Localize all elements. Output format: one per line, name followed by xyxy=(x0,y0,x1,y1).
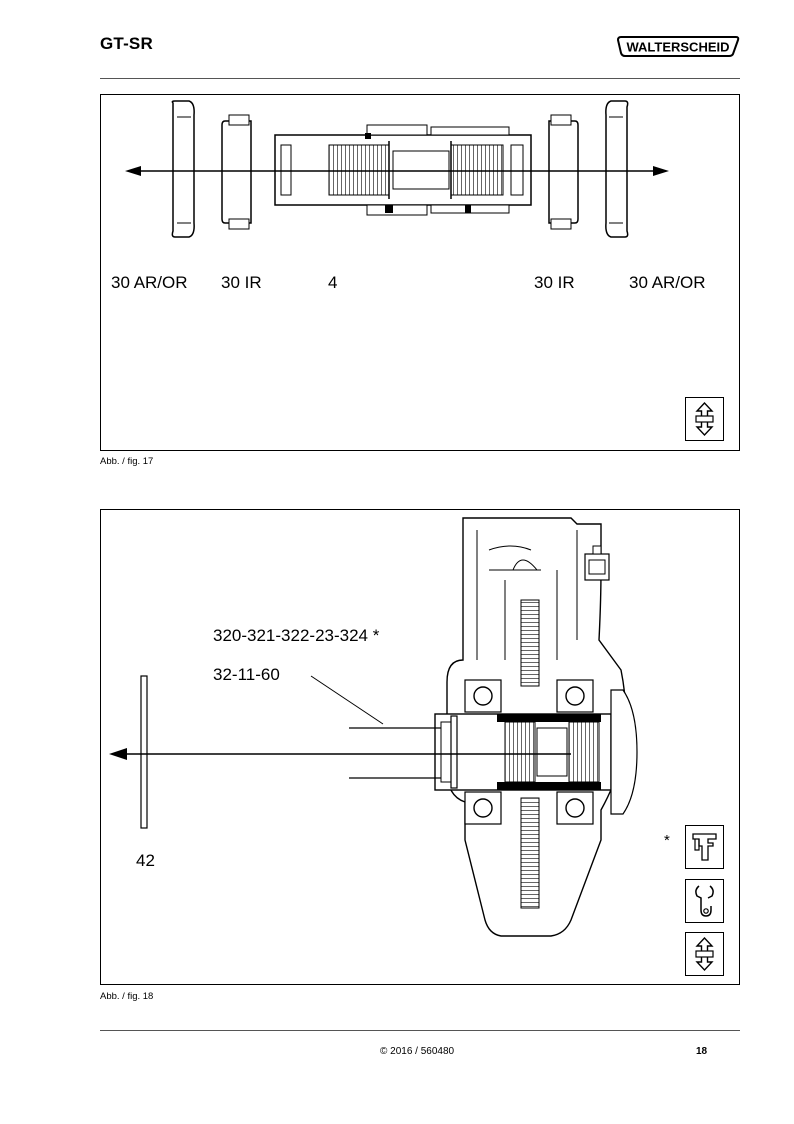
label-part-42: 42 xyxy=(136,851,155,870)
caliper-icon xyxy=(685,825,724,869)
inner-ring-left xyxy=(221,120,252,224)
brand-name: WALTERSCHEID xyxy=(626,40,729,55)
upper-gear-teeth xyxy=(520,599,540,687)
page-number: 18 xyxy=(696,1046,708,1057)
footer-copyright: © 2016 / 560480 xyxy=(380,1046,455,1057)
label-30-ar-or-right: 30 AR/OR xyxy=(629,273,706,292)
washer-42 xyxy=(140,675,148,829)
outer-ring-right xyxy=(605,100,629,238)
figure-18-caption: Abb. / fig. 18 xyxy=(100,991,154,1002)
walterscheid-logo: WALTERSCHEID xyxy=(616,35,740,57)
footer-divider xyxy=(100,1030,740,1031)
inner-ring-right xyxy=(548,120,579,224)
figure-17-caption: Abb. / fig. 17 xyxy=(100,456,154,467)
leader-line-32-11-60 xyxy=(310,675,384,725)
label-part-4: 4 xyxy=(328,273,338,292)
lower-gear-teeth xyxy=(520,797,540,909)
document-title: GT-SR xyxy=(100,34,153,53)
shaft-gear-left xyxy=(504,721,536,783)
outer-ring-left xyxy=(171,100,195,238)
shaft-gear-right xyxy=(568,721,600,783)
header-divider xyxy=(100,78,740,79)
gearbox-section-drawing xyxy=(109,517,638,937)
label-part-32-11-60: 32-11-60 xyxy=(213,665,280,684)
wrench-icon xyxy=(685,879,724,923)
figure-17-frame: 30 AR/OR 30 IR 4 30 IR 30 AR/OR xyxy=(100,94,740,451)
label-30-ar-or-left: 30 AR/OR xyxy=(111,273,188,292)
label-parts-320-324: 320-321-322-23-324 * xyxy=(213,626,380,645)
label-30-ir-left: 30 IR xyxy=(221,273,262,292)
gear-teeth-left xyxy=(328,144,390,196)
disassemble-arrows-icon xyxy=(685,397,724,441)
gear-teeth-right xyxy=(450,144,504,196)
label-asterisk: * xyxy=(664,832,670,849)
bearing-assembly-drawing xyxy=(125,100,669,238)
label-30-ir-right: 30 IR xyxy=(534,273,575,292)
figure-18-frame: 320-321-322-23-324 * 32-11-60 42 * xyxy=(100,509,740,985)
bearing-top-right xyxy=(556,679,594,713)
arrow-left-icon xyxy=(125,166,141,176)
arrow-left-icon xyxy=(109,748,127,760)
arrow-right-icon xyxy=(653,166,669,176)
disassemble-arrows-icon xyxy=(685,932,724,976)
